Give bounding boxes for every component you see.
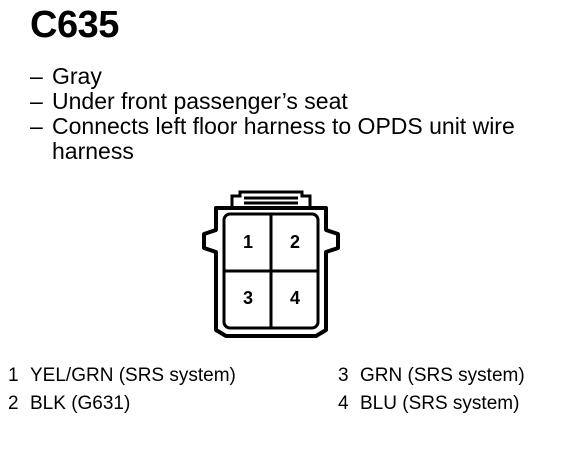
note-color: – Gray [30, 64, 570, 89]
connector-notes: – Gray – Under front passenger’s seat – … [30, 64, 570, 164]
pin-label-1: 1 [243, 232, 253, 252]
pin-cavities [222, 212, 320, 330]
pin-row: 4 BLU (SRS system) [338, 390, 525, 418]
dash-bullet: – [30, 113, 43, 139]
pin-row: 1 YEL/GRN (SRS system) [8, 362, 236, 390]
pin-number: 3 [338, 365, 349, 386]
pin-description: GRN (SRS system) [360, 365, 525, 386]
connector-housing [202, 206, 340, 338]
pin-number: 4 [338, 393, 349, 414]
pin-number: 2 [8, 393, 19, 414]
note-text: Connects left floor harness to OPDS unit… [52, 113, 515, 164]
note-location: – Under front passenger’s seat [30, 89, 570, 114]
pin-description: YEL/GRN (SRS system) [30, 365, 236, 386]
pin-column-left: 1 YEL/GRN (SRS system) 2 BLK (G631) [8, 362, 236, 418]
pin-label-3: 3 [243, 288, 253, 308]
dash-bullet: – [30, 63, 43, 89]
dash-bullet: – [30, 88, 43, 114]
pin-row: 3 GRN (SRS system) [338, 362, 525, 390]
note-text: Gray [52, 63, 102, 89]
latch-tab [230, 190, 312, 208]
pin-row: 2 BLK (G631) [8, 390, 236, 418]
note-connection: – Connects left floor harness to OPDS un… [30, 114, 570, 164]
note-text: Under front passenger’s seat [52, 88, 348, 114]
pin-column-right: 3 GRN (SRS system) 4 BLU (SRS system) [338, 362, 525, 418]
pin-label-4: 4 [290, 288, 300, 308]
pin-label-2: 2 [290, 232, 300, 252]
pin-description: BLK (G631) [30, 393, 131, 414]
connector-title: C635 [30, 4, 119, 46]
pin-description: BLU (SRS system) [360, 393, 520, 414]
connector-face-diagram: 1 2 3 4 [202, 190, 340, 338]
pin-number: 1 [8, 365, 19, 386]
